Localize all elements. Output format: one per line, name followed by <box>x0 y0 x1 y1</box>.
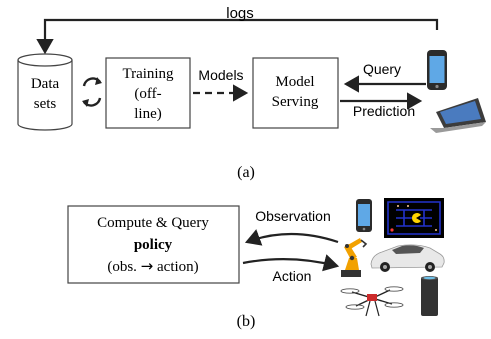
training-box <box>105 57 191 129</box>
training-label-line2: (off- <box>134 86 161 102</box>
query-label: Query <box>363 61 401 77</box>
serving-label-line2: Serving <box>272 94 319 110</box>
models-label: Models <box>198 67 243 83</box>
prediction-label: Prediction <box>353 103 415 119</box>
policy-label-line1: Compute & Query <box>97 215 209 231</box>
policy-label-line3-prefix: (obs. <box>107 259 140 275</box>
car-icon <box>370 244 445 272</box>
caption-a: (a) <box>237 164 255 181</box>
policy-box <box>67 205 240 284</box>
observation-arrow <box>244 229 339 246</box>
action-label: Action <box>273 268 312 284</box>
phone-icon <box>427 50 447 90</box>
diagram-b: Compute & Query policy (obs. → action) O… <box>67 198 445 330</box>
action-arrow <box>242 254 340 272</box>
policy-arrow-glyph: → <box>141 257 154 275</box>
laptop-icon <box>430 98 486 133</box>
serving-label-line1: Model <box>275 74 314 90</box>
policy-label-line3-suffix: action) <box>153 259 198 275</box>
caption-b: (b) <box>237 313 256 330</box>
logs-label: logs <box>226 5 254 22</box>
robot-arm-icon <box>341 238 368 277</box>
logs-loop-arrow <box>36 18 439 55</box>
model-serving-box <box>252 57 339 129</box>
observation-label: Observation <box>255 208 330 224</box>
policy-label-line3: (obs. → action) <box>107 257 198 275</box>
datastore-label-line2: sets <box>34 96 57 112</box>
smart-speaker-icon <box>421 276 438 316</box>
policy-label-line2: policy <box>134 237 173 253</box>
diagram-a: logs Data sets Training (off- line) Mode… <box>17 5 486 181</box>
training-label-line3: line) <box>134 106 162 122</box>
datastore-cylinder <box>17 53 73 131</box>
datastore-label-line1: Data <box>31 76 60 92</box>
drone-icon <box>340 286 404 317</box>
training-label-line1: Training <box>122 66 174 82</box>
phone-icon <box>356 199 372 232</box>
cycle-icon <box>82 77 102 107</box>
pacman-game-icon <box>384 198 444 238</box>
